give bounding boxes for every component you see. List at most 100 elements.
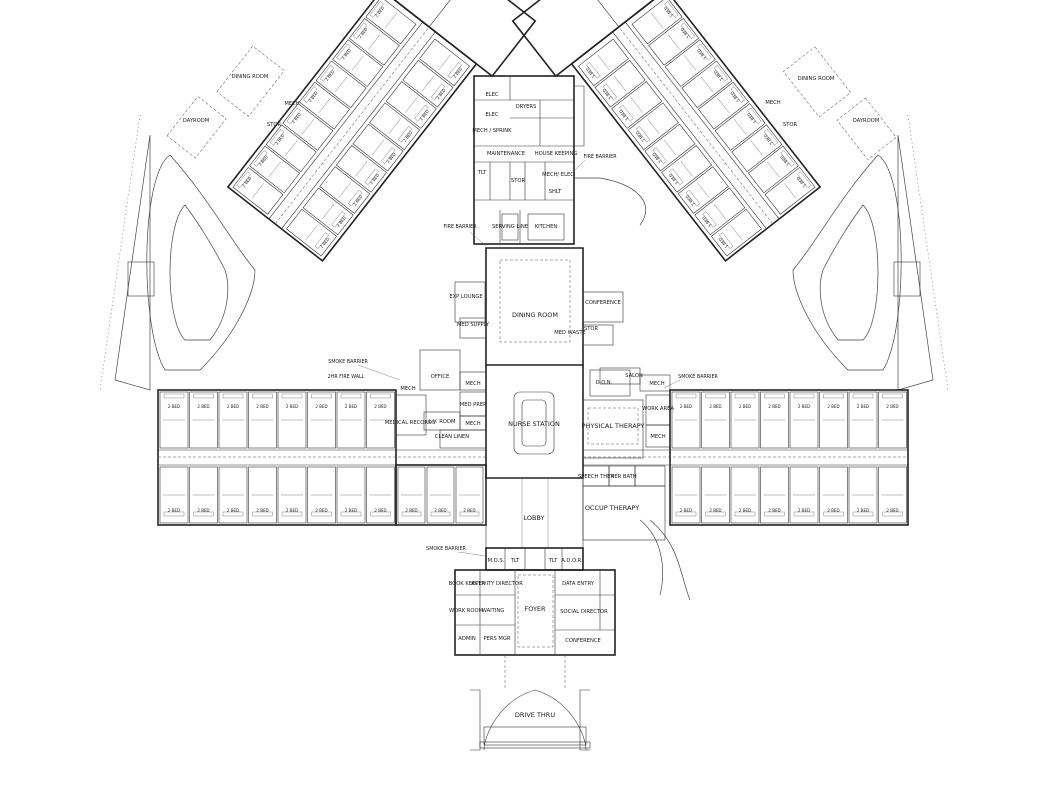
east-pad [893,261,921,297]
bed-count-label: 2 BED [402,130,413,143]
resident-room: 2 BED [286,208,337,257]
medical-records-label: MEDICAL RECORDS [385,420,435,426]
bed-count-label: 2 BED [709,508,721,513]
bed-count-label: 2 BED [463,508,475,513]
bed-count-label: 2 BED [679,27,690,40]
west-pad [127,261,155,297]
bed-count-label: 2 BED [709,404,721,409]
resident-room: 2 BED [159,391,189,449]
occup-therapy-label: OCCUP THERAPY [585,504,639,512]
central-core [485,247,584,548]
bed-count-label: 2 BED [668,173,679,186]
ador-label: A.D.O.R. [561,558,583,564]
resident-room: 2 BED [711,208,762,257]
salon-label: SALON [625,373,643,379]
med-waste-label: MED WASTE [554,330,586,336]
bed-count-label: 2 BED [798,508,810,513]
resident-room: 2 BED [366,391,395,449]
bed-count-label: 2 BED [291,112,302,125]
ne-dining-room-label: DINING ROOM [798,76,835,82]
resident-room: 2 BED [671,391,701,449]
bed-count-label: 2 BED [256,404,268,409]
resident-room: 2 BED [218,391,248,449]
resident-room: 2 BED [315,60,367,109]
resident-room: 2 BED [878,466,907,524]
bed-count-label: 2 BED [585,66,596,79]
resident-room: 2 BED [232,166,284,215]
bed-count-label: 2 BED [729,90,740,103]
resident-room: 2 BED [681,60,733,109]
social-director-label: SOCIAL DIRECTOR [560,609,608,615]
resident-room: 2 BED [277,466,307,524]
resident-room: 2 BED [319,166,371,214]
resident-room: 2 BED [631,0,683,45]
bed-count-label: 2 BED [768,508,780,513]
resident-room: 2 BED [578,38,629,87]
resident-room: 2 BED [760,466,789,524]
resident-room: 2 BED [282,103,334,151]
foyer [517,574,554,648]
smoke-barrier-west-note: SMOKE BARRIER [328,359,368,365]
resident-room: 2 BED [336,391,366,449]
bed-count-label: 2 BED [857,404,869,409]
bed-count-label: 2 BED [324,69,335,82]
dining-room [499,259,571,343]
bed-count-label: 2 BED [341,48,352,61]
bed-count-label: 2 BED [739,404,751,409]
nw-mech-label: MECH [284,101,299,107]
stor-east-label: STOR [584,326,599,332]
resident-room: 2 BED [760,391,789,449]
ne-mech-label: MECH [765,100,780,106]
resident-room: 2 BED [426,466,455,524]
resident-room: 2 BED [677,166,729,214]
resident-room: 2 BED [819,466,848,524]
resident-room: 2 BED [335,144,387,193]
admin-label: ADMIN [458,636,476,642]
service-block [473,75,585,245]
bed-count-label: 2 BED [345,508,357,513]
resident-room: 2 BED [594,59,646,108]
resident-room: 2 BED [369,102,421,151]
foyer-label: FOYER [524,605,546,613]
ther-bath-label: THER BATH [606,474,636,480]
resident-room: 2 BED [878,391,907,449]
resident-room: 2 BED [249,145,301,194]
bed-count-label: 2 BED [680,508,692,513]
resident-room: 2 BED [819,391,848,449]
lobby-label: LOBBY [523,514,544,522]
resident-room: 2 BED [302,187,354,236]
bed-count-label: 2 BED [385,151,396,164]
drive-thru-label: DRIVE THRU [515,711,555,719]
bookkeeper-label: BOOK KEEPER [449,581,486,587]
conference-label: CONFERENCE [585,300,621,306]
bed-count-label: 2 BED [374,404,386,409]
kitchen-label: KITCHEN [535,224,558,230]
resident-room: 2 BED [332,39,384,87]
resident-room: 2 BED [366,466,395,524]
bed-count-label: 2 BED [419,109,430,122]
bed-count-label: 2 BED [684,194,695,207]
bed-count-label: 2 BED [307,90,318,103]
physical-therapy [582,399,644,459]
resident-room: 2 BED [644,123,696,172]
mech-elec-label: MECH/ ELEC [542,172,574,178]
mds-label: M.D.S. [488,558,505,564]
bed-count-label: 2 BED [256,508,268,513]
resident-room: 2 BED [789,391,819,449]
bed-count-label: 2 BED [274,133,285,146]
tlt-admin2-label: TLT [548,558,558,564]
resident-room: 2 BED [648,18,700,66]
bed-count-label: 2 BED [696,48,707,61]
clean-linen-label: CLEAN LINEN [435,434,469,440]
activity-director-label: ACTIVITY DIRECTOR [471,581,523,587]
mech-core2-label: MECH [465,421,480,427]
resident-room: 2 BED [385,81,437,129]
resident-room: 2 BED [248,466,277,524]
nurse-station [513,391,555,455]
dryers-label: DRYERS [516,104,537,110]
bed-count-label: 2 BED [739,508,751,513]
